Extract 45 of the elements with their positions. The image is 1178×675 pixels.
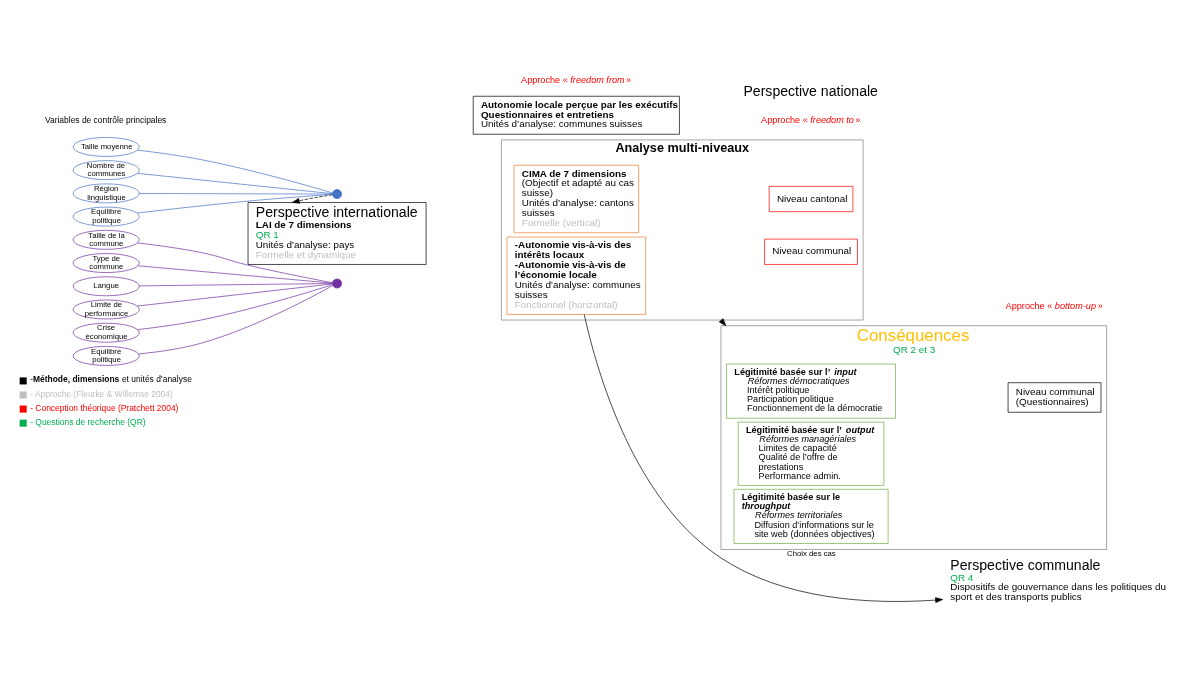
node-circle [332, 278, 342, 288]
connector [137, 264, 333, 283]
node-box: Niveau cantonal [768, 185, 854, 212]
connector [136, 283, 333, 306]
node-circle [332, 188, 342, 199]
legend-label: - Questions de recherche (QR) [30, 416, 146, 427]
node-box: Niveau communal [764, 238, 858, 265]
connector [136, 193, 333, 213]
connector [138, 284, 334, 354]
connector [138, 192, 333, 194]
node-box: Autonomie locale perçue par les exécutifs Questionnaires et entretiens Unités d’analyse: communes suisses [472, 95, 680, 135]
node-ellipse: Equilibre politique [72, 206, 140, 226]
node-ellipse: Equilibre politique [72, 345, 140, 366]
node-ellipse: Région linguistique [72, 183, 140, 203]
connector [137, 242, 333, 283]
node-box: -Autonomie vis-à-vis des intérêts locaux -Autonomie vis-à-vis de l’économie locale Unités d’analyse: communes suisses Fonctionnel (horizontal) [506, 236, 646, 315]
connector [137, 149, 333, 193]
node-box: CIMA de 7 dimensions (Objectif et adapté au cas suisse) Unités d’analyse: cantons suisses Formelle (vertical) [513, 164, 639, 233]
node-box: Légitimité basée sur le throughput Réformes territoriales Diffusion d’informations sur le site web (données objectives) [733, 488, 889, 544]
node-box: Perspective internationale LAI de 7 dimensions QR 1 Unités d’analyse: pays Formelle et dynamique [247, 201, 427, 265]
connector [137, 283, 333, 330]
label: Perspective nationale [743, 82, 878, 99]
node-box: Légitimité basée sur l’output Réformes managériales Limites de capacité Qualité de l’offre de prestations Performance admin. [737, 421, 885, 486]
node-box: Niveau communal (Questionnaires) [1007, 381, 1102, 413]
legend-label: - Conception théorique (Pratchett 2004) [30, 402, 179, 413]
label: Approche «bottom-up» [1005, 300, 1103, 311]
node-ellipse: Crise économique [72, 322, 140, 343]
node-ellipse: Limite de performance [72, 299, 140, 319]
connector [137, 172, 333, 194]
node-ellipse: Type de commune [72, 252, 140, 273]
node-ellipse: Nombre de communes [72, 159, 140, 180]
connector [138, 282, 333, 286]
edge-label: Choix des cas [787, 548, 836, 558]
legend-label: -Méthode, dimensions et unités d’analyse [30, 373, 192, 384]
label: Approche «freedom from» [521, 74, 632, 85]
node-ellipse: Taille moyenne [72, 136, 140, 157]
node-ellipse: Langue [72, 275, 140, 296]
arrow [291, 193, 333, 204]
node-box: Légitimité basée sur l’input Réformes démocratiques Intérêt politique Participation politique Fonctionnement de la démocratie [726, 363, 896, 419]
legend-label: - Approche (Fleurke & Willemse 2004) [30, 388, 173, 399]
node-ellipse: Taille de la commune [72, 229, 140, 250]
label: Approche «freedom to» [761, 114, 861, 125]
label: Variables de contrôle principales [45, 114, 167, 125]
node-text: Perspective communale QR 4 Dispositifs de gouvernance dans les politiques du sport et des transports publics [950, 556, 1166, 602]
arrow [583, 313, 943, 603]
